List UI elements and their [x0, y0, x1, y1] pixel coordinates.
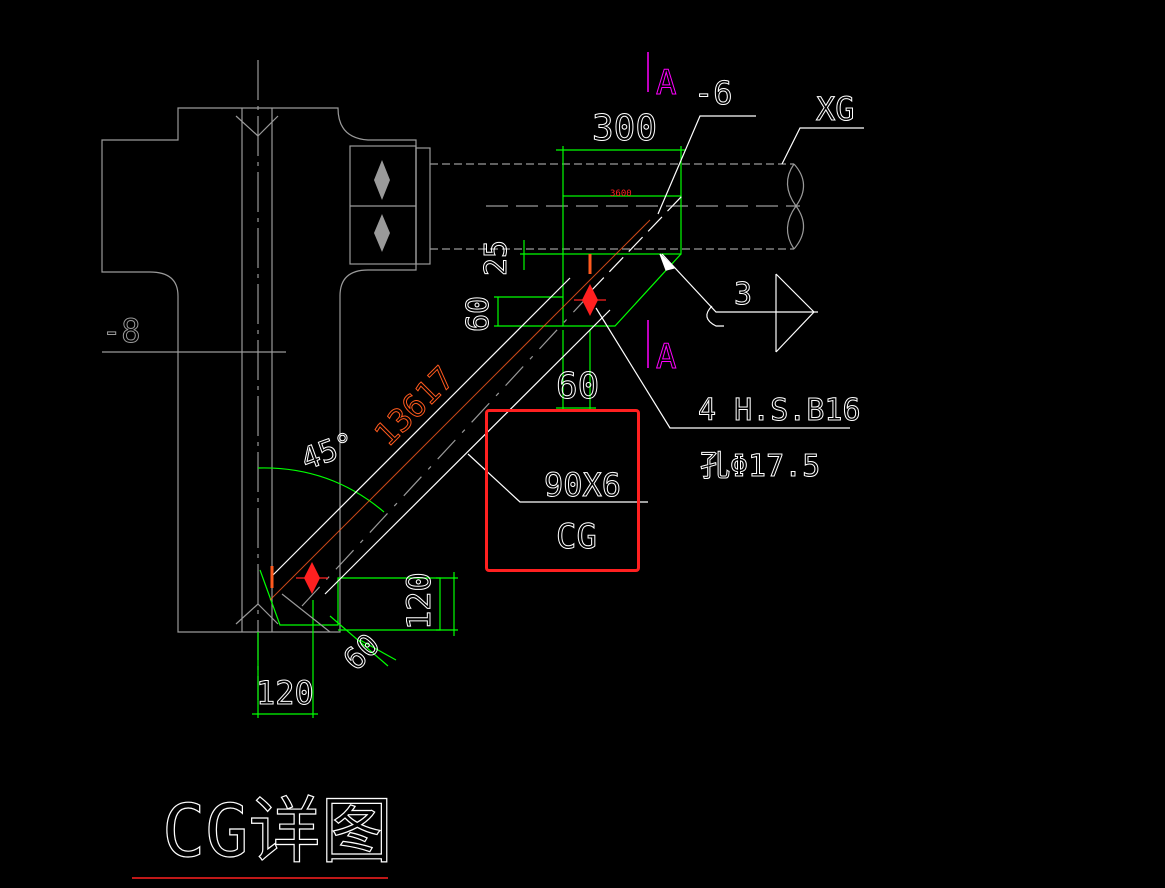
drawing-title: CG详图: [162, 789, 393, 873]
brace-cg: [269, 195, 683, 633]
label-xg: XG: [816, 90, 855, 128]
selection-highlight: [485, 409, 640, 572]
weld-size: 3: [734, 277, 752, 312]
label-plate-top: -6: [694, 74, 733, 112]
end-plate: [349, 145, 431, 265]
section-mark-bottom: A: [656, 337, 676, 377]
label-plate-left: -8: [102, 312, 141, 350]
label-member-size: 90X6: [544, 466, 621, 504]
dim-60-b: 60: [556, 366, 599, 407]
section-mark-top: A: [656, 63, 676, 103]
gusset-plates: [252, 146, 686, 718]
bolt-icon: [374, 214, 390, 252]
leaders: [467, 115, 864, 503]
label-angle: 45°: [297, 426, 360, 477]
dim-300: 300: [592, 108, 657, 149]
dim-60-a: 60: [461, 296, 496, 332]
dim-3600: 3600: [610, 189, 632, 199]
bolt-markers: [270, 254, 606, 594]
dim-120-a: 120: [400, 572, 438, 630]
bolt-icon: [374, 160, 390, 200]
dim-60-c: 60: [337, 627, 387, 677]
xg-tube: [430, 163, 805, 250]
dim-13617: 13617: [367, 359, 462, 454]
label-bolts: 4 H.S.B16: [698, 393, 861, 428]
dim-120-b: 120: [256, 674, 314, 712]
column: [101, 60, 417, 700]
dim-25: 25: [479, 240, 514, 276]
label-member-name: CG: [556, 517, 597, 557]
label-hole: 孔Φ17.5: [700, 449, 820, 484]
